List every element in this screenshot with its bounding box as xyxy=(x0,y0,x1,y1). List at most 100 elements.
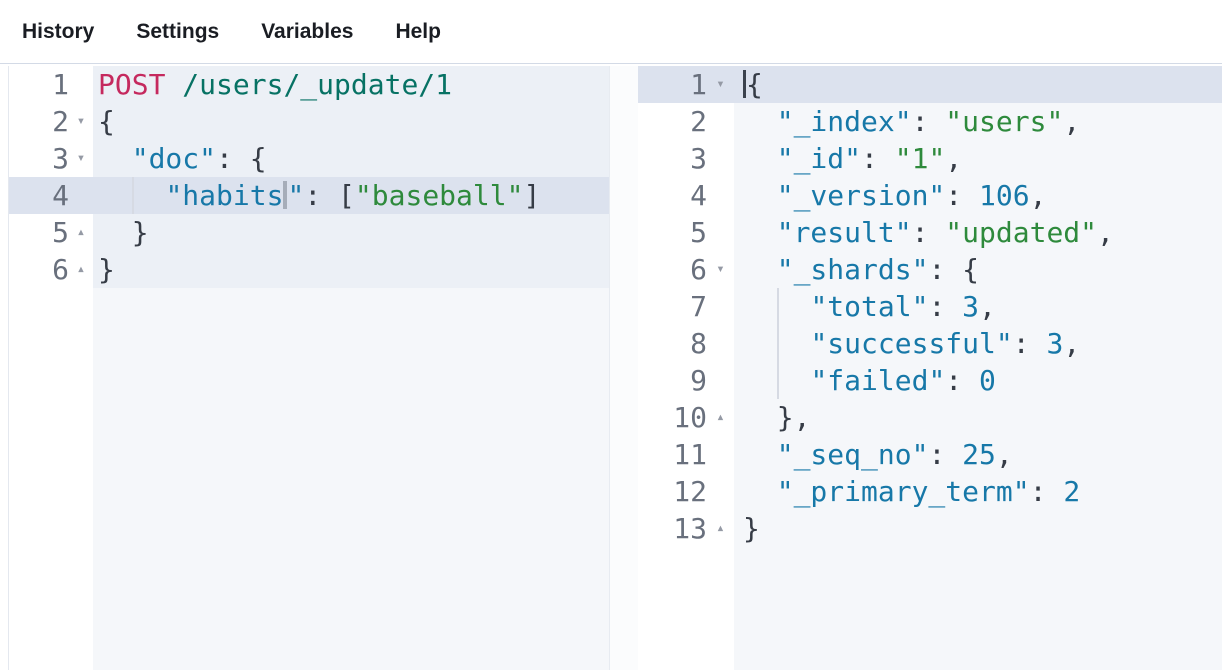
request-code-line[interactable]: 3▾ "doc": { xyxy=(9,140,609,177)
token-key: " xyxy=(287,179,304,212)
token-num: 3 xyxy=(962,290,979,323)
gutter-cell: 11 xyxy=(638,436,734,473)
code-text[interactable]: "_index": "users", xyxy=(734,103,1222,140)
code-text[interactable]: "total": 3, xyxy=(734,288,1222,325)
fold-toggle-icon[interactable]: ▴ xyxy=(69,214,93,251)
token-str: "users" xyxy=(945,105,1063,138)
code-text[interactable]: POST /users/_update/1 xyxy=(93,66,609,103)
response-code-line[interactable]: 6▾ "_shards": { xyxy=(638,251,1222,288)
token-num: 3 xyxy=(1046,327,1063,360)
fold-toggle-icon[interactable]: ▴ xyxy=(707,510,734,547)
token-key: "_index" xyxy=(777,105,912,138)
indent-guide xyxy=(777,325,779,362)
line-number: 3 xyxy=(52,140,69,177)
token-punct: , xyxy=(1030,179,1047,212)
response-editor[interactable]: 1▾{2 "_index": "users",3 "_id": "1",4 "_… xyxy=(638,66,1222,670)
response-code-line[interactable]: 8 "successful": 3, xyxy=(638,325,1222,362)
token-key: "_id" xyxy=(777,142,861,175)
response-code-line[interactable]: 4 "_version": 106, xyxy=(638,177,1222,214)
fold-spacer xyxy=(707,362,734,399)
token-punct: , xyxy=(1063,105,1080,138)
line-number: 5 xyxy=(52,214,69,251)
request-code-line[interactable]: 4 "habits": ["baseball"] xyxy=(9,177,609,214)
code-text[interactable]: } xyxy=(93,214,609,251)
token-punct: } xyxy=(98,253,115,286)
fold-toggle-icon[interactable]: ▴ xyxy=(707,399,734,436)
token-punct: : xyxy=(912,216,946,249)
code-text[interactable]: "failed": 0 xyxy=(734,362,1222,399)
response-code-line[interactable]: 7 "total": 3, xyxy=(638,288,1222,325)
token-punct xyxy=(165,68,182,101)
request-code-line[interactable]: 5▴ } xyxy=(9,214,609,251)
response-code-line[interactable]: 9 "failed": 0 xyxy=(638,362,1222,399)
token-num: 2 xyxy=(1063,475,1080,508)
line-number: 6 xyxy=(52,251,69,288)
fold-toggle-icon[interactable]: ▾ xyxy=(69,103,93,140)
fold-toggle-icon[interactable]: ▴ xyxy=(69,251,93,288)
token-punct: }, xyxy=(743,401,810,434)
token-key: "habits xyxy=(165,179,283,212)
response-code-line[interactable]: 10▴ }, xyxy=(638,399,1222,436)
code-text[interactable]: "_version": 106, xyxy=(734,177,1222,214)
menu-settings[interactable]: Settings xyxy=(115,20,240,44)
gutter-cell: 4 xyxy=(9,177,93,214)
fold-toggle-icon[interactable]: ▾ xyxy=(707,66,734,103)
gutter-cell: 6▾ xyxy=(638,251,734,288)
line-number: 9 xyxy=(690,362,707,399)
code-text[interactable]: { xyxy=(93,103,609,140)
code-text[interactable]: "doc": { xyxy=(93,140,609,177)
fold-toggle-icon[interactable]: ▾ xyxy=(69,140,93,177)
line-number: 5 xyxy=(690,214,707,251)
code-text[interactable]: "successful": 3, xyxy=(734,325,1222,362)
token-punct: , xyxy=(1063,327,1080,360)
line-number: 11 xyxy=(673,436,707,473)
panel-resizer[interactable] xyxy=(609,66,638,670)
code-text[interactable]: { xyxy=(734,66,1222,103)
token-key: "_shards" xyxy=(777,253,929,286)
request-code-line[interactable]: 2▾{ xyxy=(9,103,609,140)
token-method: POST xyxy=(98,68,165,101)
line-number: 6 xyxy=(690,251,707,288)
token-punct xyxy=(743,475,777,508)
request-editor[interactable]: 1POST /users/_update/1 2▾{3▾ "doc": {4 "… xyxy=(8,66,609,670)
code-text[interactable]: "_shards": { xyxy=(734,251,1222,288)
code-text[interactable]: } xyxy=(93,251,609,288)
fold-spacer xyxy=(707,436,734,473)
token-punct: { xyxy=(746,68,763,101)
menu-variables[interactable]: Variables xyxy=(240,20,374,44)
token-punct: : xyxy=(928,290,962,323)
code-text[interactable]: "habits": ["baseball"] xyxy=(93,177,609,214)
token-punct xyxy=(98,142,132,175)
gutter-cell: 7 xyxy=(638,288,734,325)
fold-spacer xyxy=(707,214,734,251)
token-key: "successful" xyxy=(810,327,1012,360)
menu-help[interactable]: Help xyxy=(374,20,462,44)
response-code-line[interactable]: 2 "_index": "users", xyxy=(638,103,1222,140)
token-punct: : [ xyxy=(304,179,355,212)
code-text[interactable]: "_primary_term": 2 xyxy=(734,473,1222,510)
menu-history[interactable]: History xyxy=(1,20,115,44)
gutter-cell: 3▾ xyxy=(9,140,93,177)
code-text[interactable]: "_seq_no": 25, xyxy=(734,436,1222,473)
response-code-line[interactable]: 12 "_primary_term": 2 xyxy=(638,473,1222,510)
response-code-line[interactable]: 3 "_id": "1", xyxy=(638,140,1222,177)
fold-toggle-icon[interactable]: ▾ xyxy=(707,251,734,288)
token-key: "doc" xyxy=(132,142,216,175)
token-punct: : xyxy=(1030,475,1064,508)
code-text[interactable]: } xyxy=(734,510,1222,547)
response-code-line[interactable]: 5 "result": "updated", xyxy=(638,214,1222,251)
response-code-line[interactable]: 11 "_seq_no": 25, xyxy=(638,436,1222,473)
response-code-line[interactable]: 13▴} xyxy=(638,510,1222,547)
request-code-line[interactable]: 6▴} xyxy=(9,251,609,288)
line-number: 2 xyxy=(690,103,707,140)
token-punct: : xyxy=(912,105,946,138)
fold-spacer xyxy=(69,66,93,103)
code-text[interactable]: }, xyxy=(734,399,1222,436)
response-code-line[interactable]: 1▾{ xyxy=(638,66,1222,103)
code-text[interactable]: "result": "updated", xyxy=(734,214,1222,251)
code-text[interactable]: "_id": "1", xyxy=(734,140,1222,177)
token-str: "updated" xyxy=(945,216,1097,249)
request-lines: 1POST /users/_update/1 2▾{3▾ "doc": {4 "… xyxy=(9,66,609,288)
request-code-line[interactable]: 1POST /users/_update/1 xyxy=(9,66,609,103)
token-punct: : xyxy=(1013,327,1047,360)
